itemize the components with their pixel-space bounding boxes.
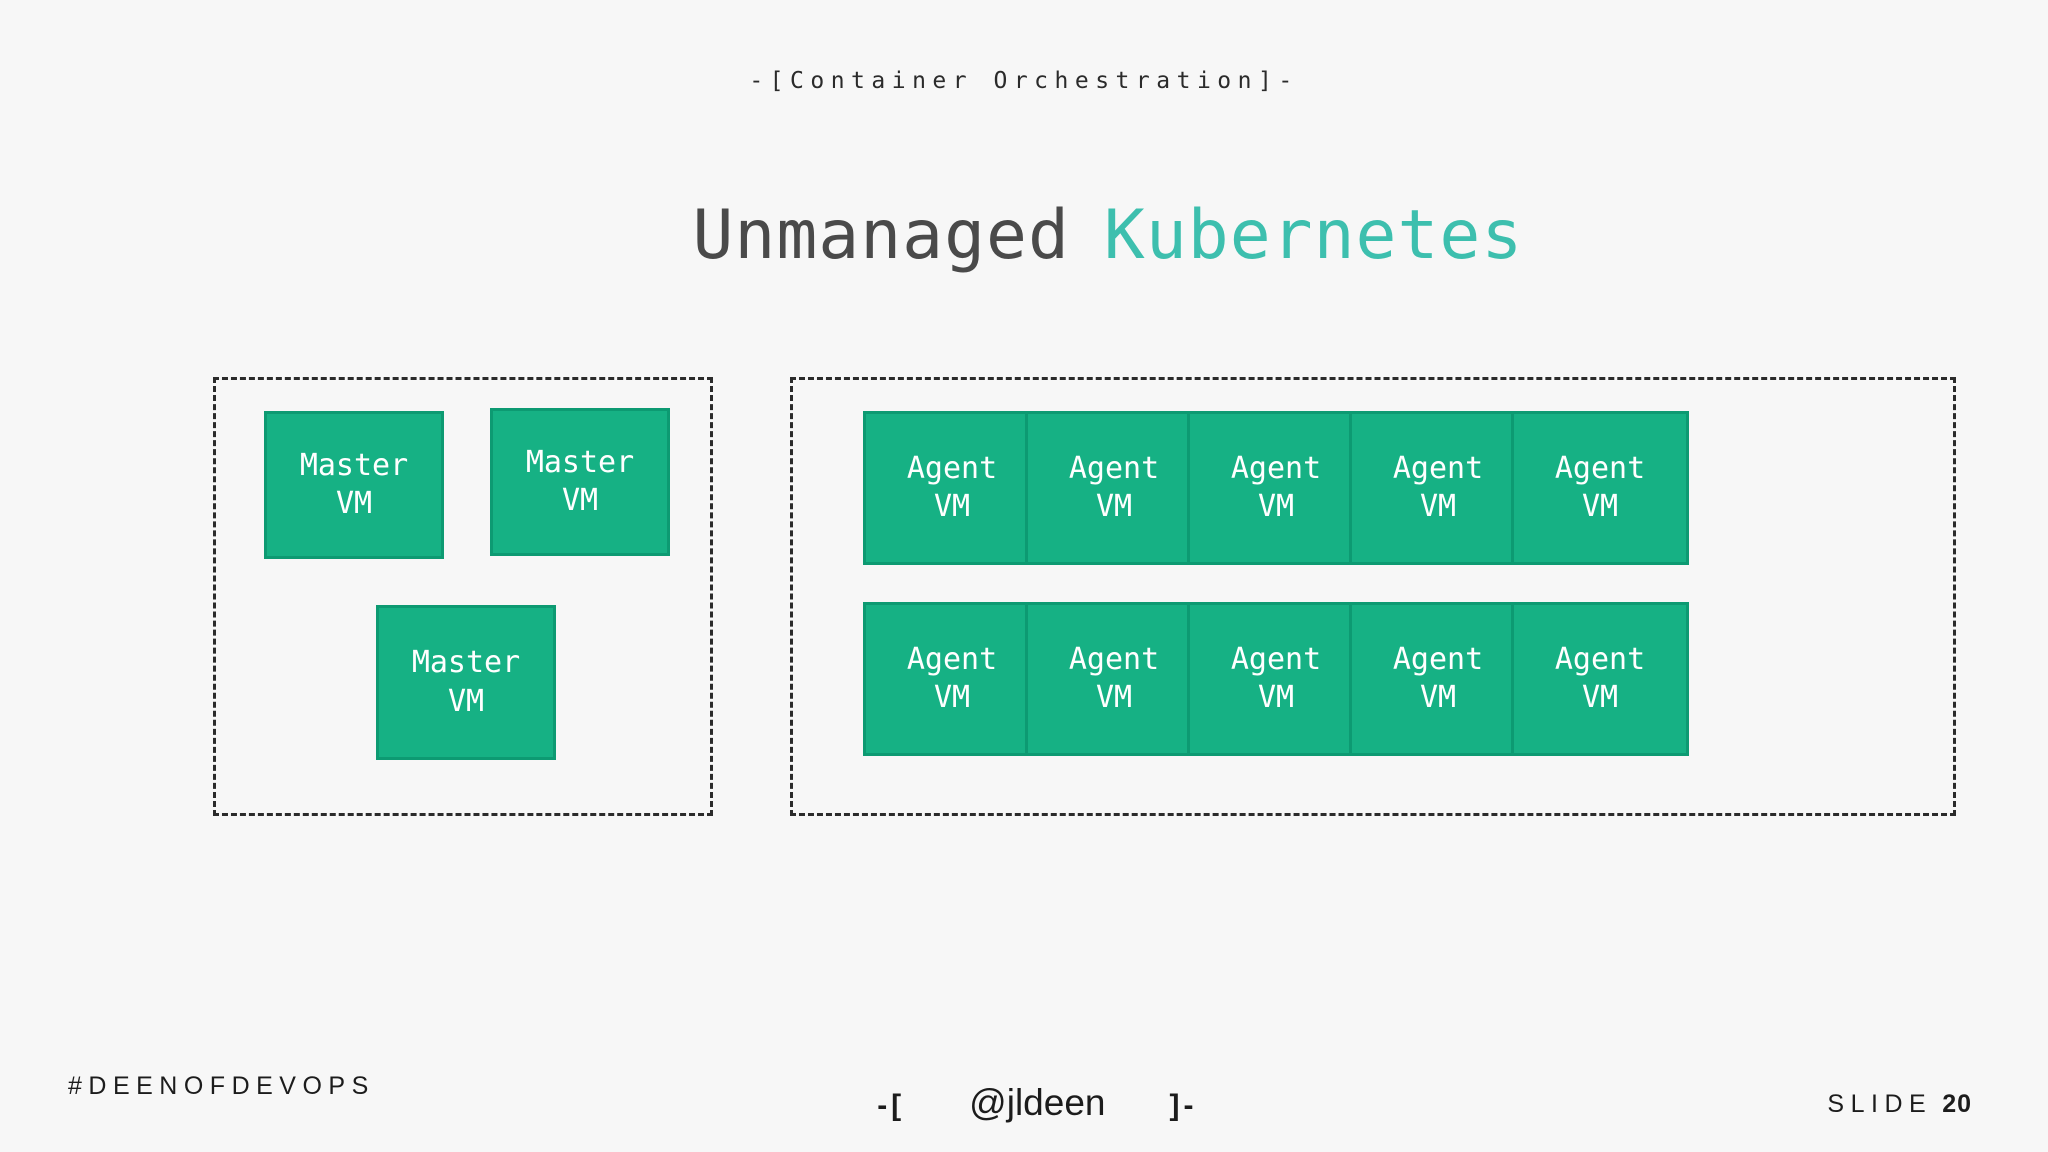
slide-footer: #DEENOFDEVOPS -[ @jldeen ]- SLIDE 20 [0,1002,2048,1152]
node-sub-label: VM [1257,489,1295,524]
agent-vm-node[interactable]: Agent VM [863,602,1041,756]
node-sub-label: VM [1419,680,1457,715]
node-kind-label: Agent [1392,641,1484,677]
agent-vm-node[interactable]: Agent VM [1511,411,1689,565]
node-sub-label: VM [933,680,971,715]
node-sub-label: VM [1581,489,1619,524]
agent-vm-node[interactable]: Agent VM [1187,602,1365,756]
node-kind-label: Agent [906,450,998,486]
node-sub-label: VM [1095,489,1133,524]
node-kind-label: Agent [1554,450,1646,486]
footer-hashtag: #DEENOFDEVOPS [68,1072,375,1100]
slide-eyebrow: -[Container Orchestration]- [749,68,1299,94]
node-kind-label: Master [411,645,521,681]
page-title-accent: Kubernetes [1103,196,1524,276]
node-kind-label: Master [525,444,635,480]
page-title: Unmanaged Kubernetes [0,122,2048,350]
node-kind-label: Agent [1068,641,1160,677]
agent-vm-node[interactable]: Agent VM [1349,411,1527,565]
masters-group: Master VM Master VM Master VM [213,377,713,816]
slide-label: SLIDE [1827,1090,1933,1118]
node-sub-label: VM [447,683,485,719]
footer-handle[interactable]: @jldeen [969,1082,1106,1123]
agent-vm-node[interactable]: Agent VM [1025,602,1203,756]
footer-bracket-open: -[ [877,1089,906,1122]
node-kind-label: Master [299,447,409,483]
node-sub-label: VM [1419,489,1457,524]
slide-number: 20 [1942,1090,1972,1118]
agent-vm-node[interactable]: Agent VM [863,411,1041,565]
footer-handle-block: -[ @jldeen ]- [0,1064,2048,1142]
node-kind-label: Agent [1230,450,1322,486]
footer-bracket-close: ]- [1169,1089,1198,1122]
agent-vm-node[interactable]: Agent VM [1511,602,1689,756]
node-sub-label: VM [933,489,971,524]
agent-vm-node[interactable]: Agent VM [1025,411,1203,565]
node-sub-label: VM [1581,680,1619,715]
page-title-main: Unmanaged [692,196,1070,276]
master-vm-node[interactable]: Master VM [490,408,670,556]
node-sub-label: VM [1257,680,1295,715]
master-vm-node[interactable]: Master VM [376,605,556,760]
footer-slide-number-block: SLIDE 20 [1801,1072,1972,1137]
agents-group: Agent VM Agent VM Agent VM Agent VM Agen… [790,377,1956,816]
agent-vm-node[interactable]: Agent VM [1349,602,1527,756]
node-sub-label: VM [561,483,599,518]
agent-grid: Agent VM Agent VM Agent VM Agent VM Agen… [793,380,1953,813]
node-sub-label: VM [335,486,373,521]
node-kind-label: Agent [1230,641,1322,677]
master-vm-node[interactable]: Master VM [264,411,444,559]
node-kind-label: Agent [906,641,998,677]
agent-vm-node[interactable]: Agent VM [1187,411,1365,565]
node-kind-label: Agent [1392,450,1484,486]
node-sub-label: VM [1095,680,1133,715]
node-kind-label: Agent [1554,641,1646,677]
node-kind-label: Agent [1068,450,1160,486]
